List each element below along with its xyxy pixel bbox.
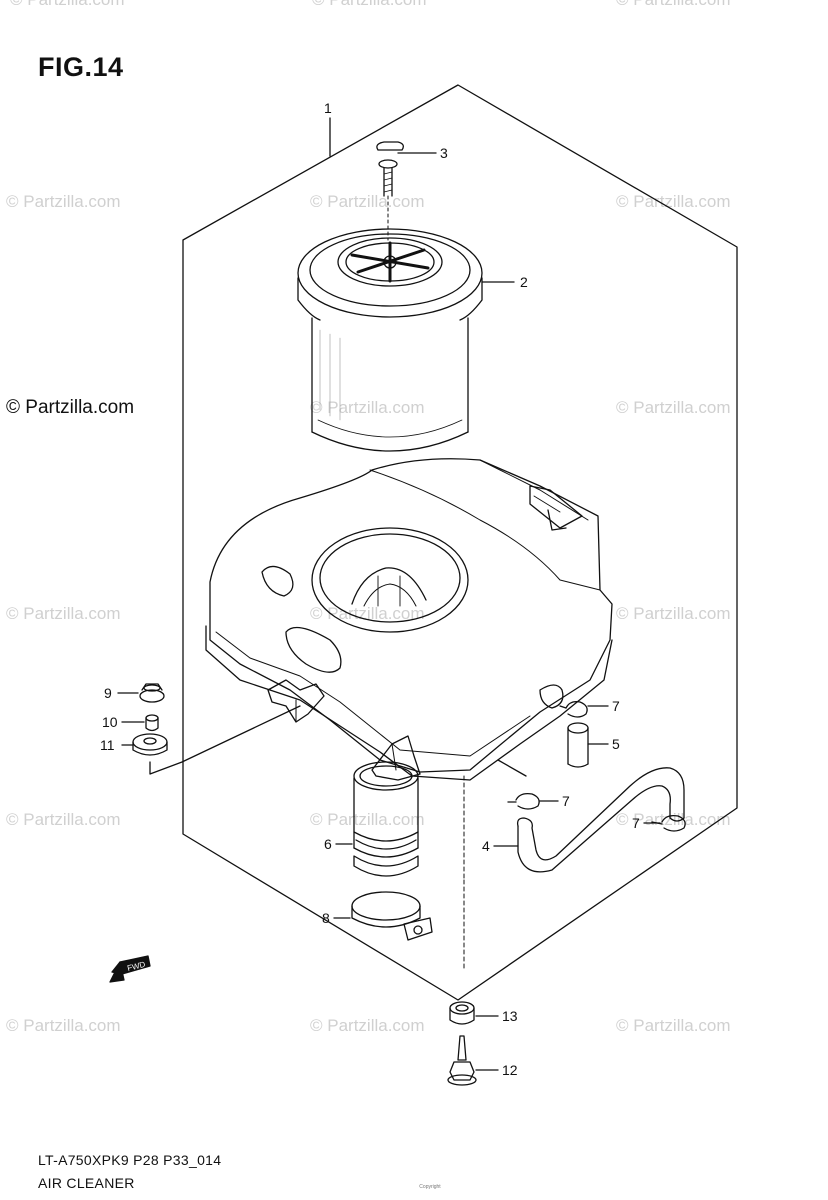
callout-8: 8 [322,910,330,926]
watermark: © Partzilla.com [6,1016,121,1035]
part-6-intake-boot [353,761,419,877]
watermark: © Partzilla.com [310,192,425,211]
part-13-drain-cap [449,1001,475,1025]
watermark: © Partzilla.com [6,397,135,418]
watermark: © Partzilla.com [310,398,425,417]
watermark: © Partzilla.com [10,0,125,10]
callout-11: 11 [100,737,115,753]
watermark: © Partzilla.com [616,1016,731,1035]
watermark: © Partzilla.com [310,810,425,829]
watermark: © Partzilla.com [312,0,427,10]
callout-12: 12 [502,1062,518,1078]
fwd-arrow-icon [109,955,151,983]
fwd-label: FWD [126,960,146,973]
callout-7c: 7 [632,815,640,831]
leader-line-left-mount [149,705,301,775]
callout-4: 4 [482,838,490,854]
part-10-collar [145,714,159,732]
watermark: © Partzilla.com [6,810,121,829]
part-12-drain-plug [447,1035,477,1086]
callout-6: 6 [324,836,332,852]
section-title: AIR CLEANER [38,1175,135,1191]
watermark: © Partzilla.com [6,604,121,623]
watermark: © Partzilla.com [310,604,425,623]
copyright-note: Copyright [419,1184,441,1190]
watermark: © Partzilla.com [616,398,731,417]
assembly-outline [182,84,738,1001]
part-7-clamp-a [559,700,588,718]
part-9-bolt [139,683,165,703]
callout-7b: 7 [562,793,570,809]
watermark: © Partzilla.com [310,1016,425,1035]
part-4-breather-hose [516,767,685,873]
watermark: © Partzilla.com [616,192,731,211]
model-code: LT-A750XPK9 P28 P33_014 [38,1152,222,1168]
part-5-short-hose [567,722,589,768]
part-2-air-filter [297,228,483,452]
callout-5: 5 [612,736,620,752]
part-7-clamp-b [507,792,540,810]
callout-1: 1 [324,100,332,116]
part-11-grommet [132,733,168,756]
callout-9: 9 [104,685,112,701]
air-cleaner-case [205,458,613,971]
callout-13: 13 [502,1008,518,1024]
callout-10: 10 [102,714,118,730]
figure-title: FIG.14 [38,52,124,82]
callout-7a: 7 [612,698,620,714]
part-8-hose-clamp [351,891,433,941]
watermark: © Partzilla.com [616,604,731,623]
callout-3: 3 [440,145,448,161]
part-3-wing-bolt [376,141,404,241]
watermark: © Partzilla.com [6,192,121,211]
callout-2: 2 [520,274,528,290]
watermark: © Partzilla.com [616,0,731,10]
leader-line-case [497,759,527,777]
